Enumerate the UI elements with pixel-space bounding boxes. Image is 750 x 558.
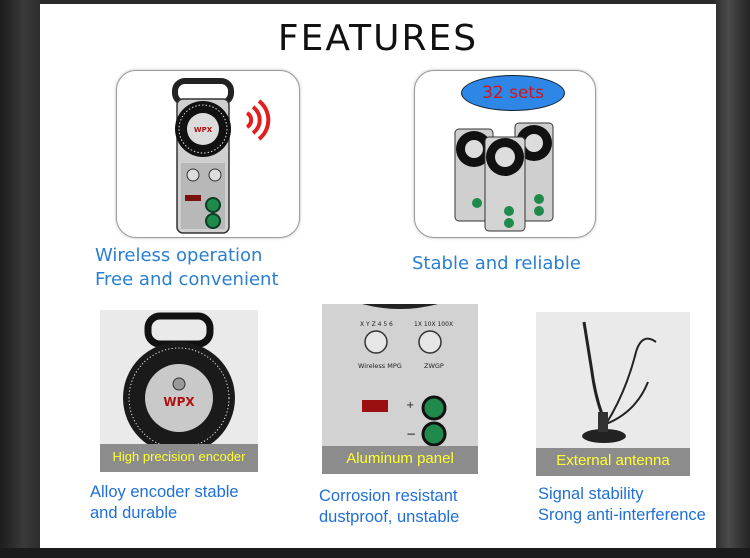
encoder-caption: Alloy encoder stable and durable bbox=[90, 482, 239, 524]
svg-text:−: − bbox=[406, 427, 416, 441]
page-title: FEATURES bbox=[277, 18, 479, 59]
sets-caption: Stable and reliable bbox=[412, 253, 581, 274]
wireless-caption: Wireless operation Free and convenient bbox=[95, 244, 279, 292]
wireless-text: Wireless MPG bbox=[358, 362, 402, 370]
background-right bbox=[714, 0, 750, 558]
antenna-caption-line-2: Srong anti-interference bbox=[538, 506, 706, 524]
encoder-caption-line-2: and durable bbox=[90, 504, 178, 522]
sets-badge: 32 sets bbox=[461, 75, 565, 111]
background-left bbox=[0, 0, 40, 558]
encoder-caption-line-1: Alloy encoder stable bbox=[90, 483, 239, 501]
wireless-caption-line-1: Wireless operation bbox=[95, 245, 263, 266]
aluminum-label: Aluminum panel bbox=[346, 450, 454, 467]
background-bottom bbox=[0, 548, 750, 558]
encoder-photo: WPX High precision encoder bbox=[100, 310, 258, 472]
wireless-caption-line-2: Free and convenient bbox=[95, 269, 279, 290]
antenna-caption: Signal stability Srong anti-interference bbox=[538, 484, 706, 526]
aluminum-label-bar: Aluminum panel bbox=[322, 446, 478, 474]
aluminum-caption-line-2: dustproof, unstable bbox=[319, 508, 460, 526]
antenna-caption-line-1: Signal stability bbox=[538, 485, 644, 503]
wireless-handwheel-image: WPX bbox=[172, 78, 271, 234]
antenna-label: External antenna bbox=[556, 452, 670, 469]
ranges-text: 1X 10X 100X bbox=[414, 321, 453, 328]
antenna-image bbox=[582, 321, 657, 443]
aluminum-caption: Corrosion resistant dustproof, unstable bbox=[319, 486, 459, 528]
wireless-card: WPX bbox=[116, 70, 300, 238]
encoder-label-bar: High precision encoder bbox=[100, 444, 258, 472]
encoder-label: High precision encoder bbox=[112, 449, 246, 464]
svg-text:+: + bbox=[406, 400, 414, 411]
aluminum-photo: X Y Z 4 5 6 1X 10X 100X Wireless MPG ZWG… bbox=[322, 304, 478, 474]
antenna-label-bar: External antenna bbox=[536, 448, 690, 476]
multiple-handwheels-image bbox=[454, 122, 554, 232]
aluminum-caption-line-1: Corrosion resistant bbox=[319, 487, 458, 505]
aluminum-panel-image: X Y Z 4 5 6 1X 10X 100X Wireless MPG ZWG… bbox=[322, 304, 478, 474]
features-panel: FEATURES WPX Wireless operation bbox=[40, 4, 716, 548]
zwgp-text: ZWGP bbox=[424, 362, 444, 370]
logo-text: WPX bbox=[194, 126, 213, 134]
encoder-image: WPX bbox=[123, 312, 235, 454]
svg-text:WPX: WPX bbox=[163, 395, 195, 409]
antenna-photo: External antenna bbox=[536, 312, 690, 476]
axes-text: X Y Z 4 5 6 bbox=[360, 321, 393, 328]
sets-card: 32 sets bbox=[414, 70, 596, 238]
